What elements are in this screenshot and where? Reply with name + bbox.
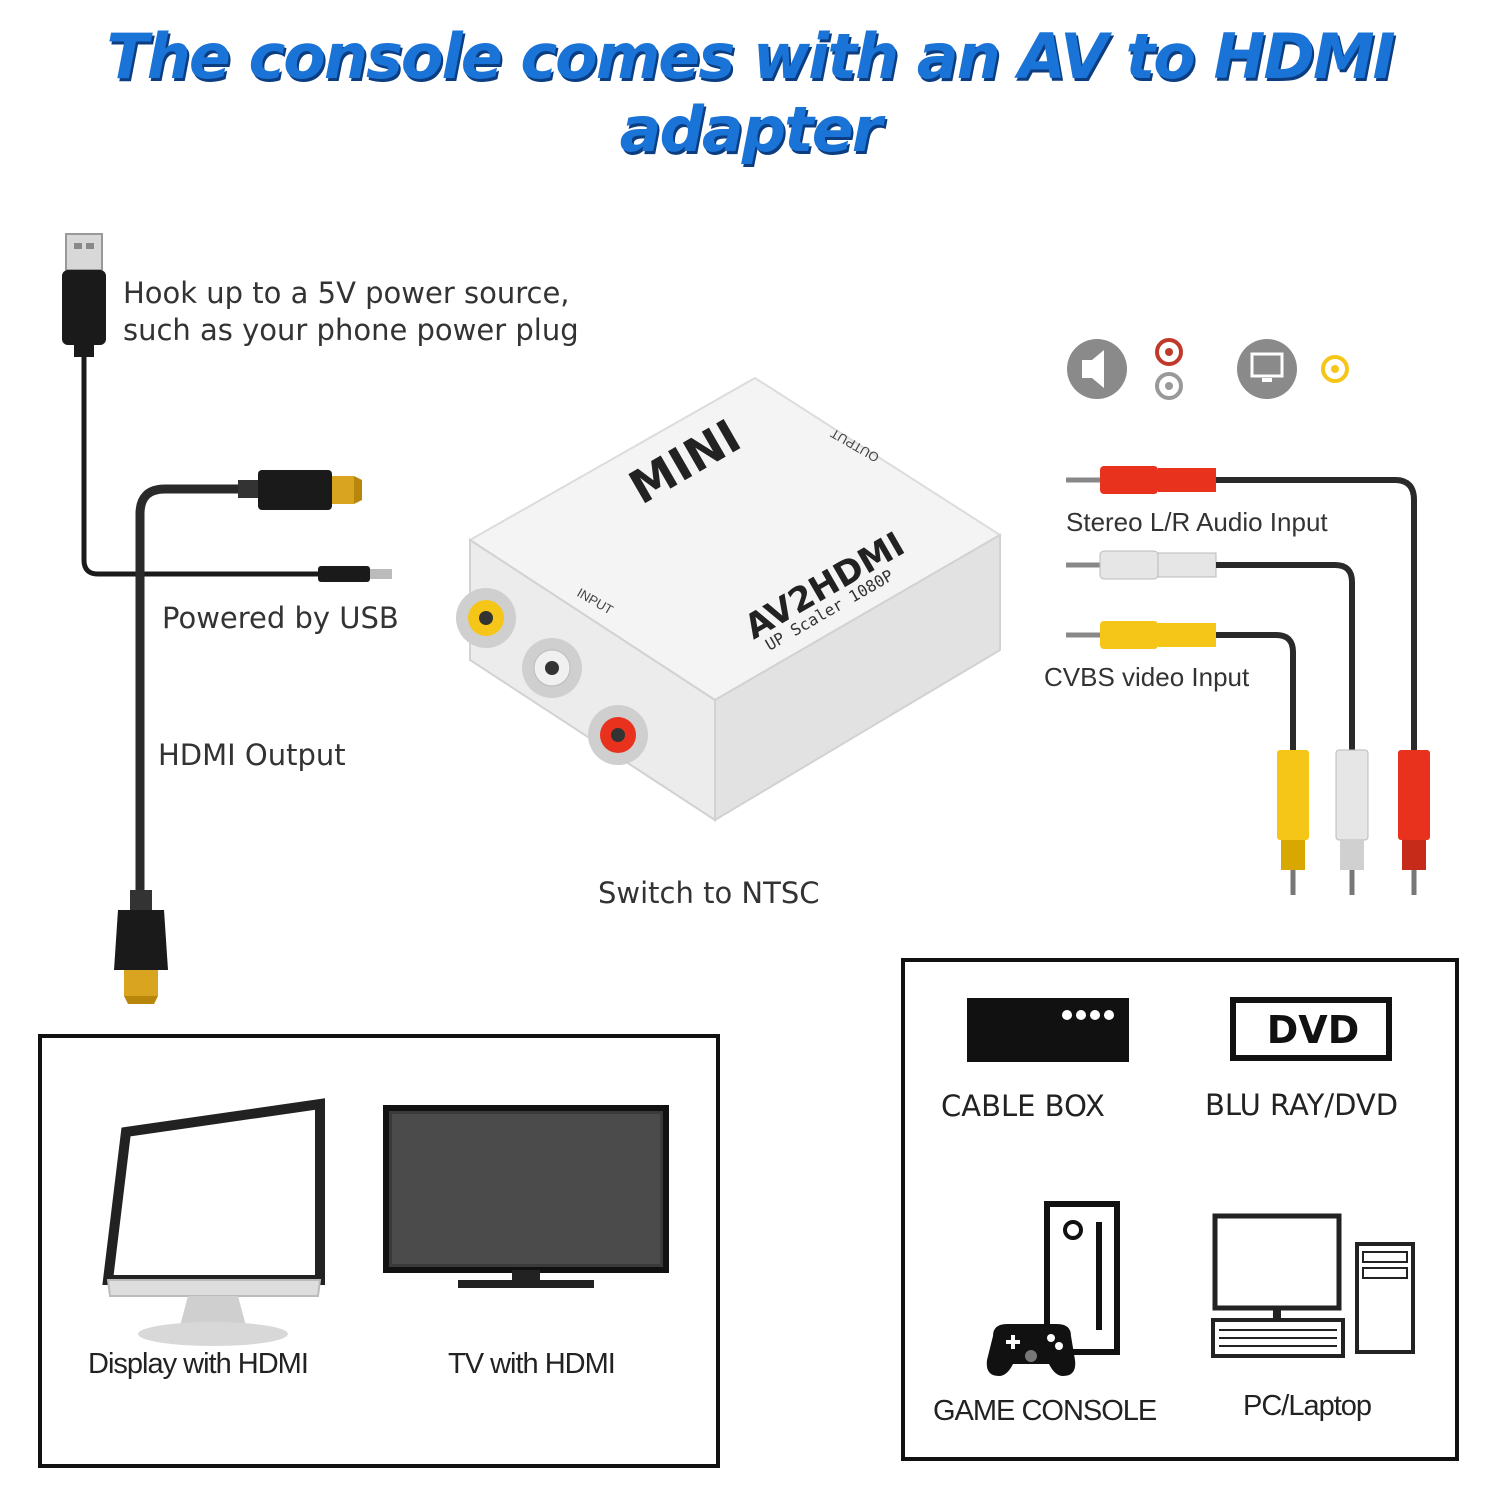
outputs-panel: Display with HDMI TV with HDMI — [38, 1034, 720, 1468]
television-icon — [383, 1105, 669, 1288]
game-console-label: GAME CONSOLE — [933, 1395, 1157, 1427]
bluray-dvd-label: BLU RAY/DVD — [1205, 1088, 1399, 1122]
hdmi-plug-top-icon — [238, 470, 362, 510]
stereo-audio-label: Stereo L/R Audio Input — [1066, 507, 1328, 537]
display-hdmi-label: Display with HDMI — [88, 1348, 309, 1380]
desktop-pc-icon — [1211, 1213, 1415, 1358]
cable-box-label: CABLE BOX — [941, 1089, 1105, 1123]
dvd-logo: DVD — [1266, 1008, 1360, 1052]
switch-ntsc-label: Switch to NTSC — [598, 876, 820, 910]
adapter-white-jack-icon — [522, 638, 582, 698]
game-console-icon — [986, 1201, 1120, 1376]
adapter-device — [456, 376, 1002, 822]
cvbs-video-label: CVBS video Input — [1044, 662, 1250, 692]
usb-note-line2: such as your phone power plug — [123, 313, 579, 347]
hdmi-output-label: HDMI Output — [158, 738, 346, 772]
cable-box-icon — [967, 998, 1129, 1062]
dvd-player-icon — [1230, 997, 1392, 1061]
audio-jack-red-icon — [1155, 338, 1183, 366]
headline: The console comes with an AV to HDMI ada… — [106, 20, 1395, 166]
sources-panel: DVD CABLE BOX BLU RAY/DVD GAME CONSOLE P… — [901, 958, 1459, 1461]
pc-laptop-label: PC/Laptop — [1243, 1390, 1372, 1422]
video-jack-yellow-icon — [1321, 355, 1349, 383]
adapter-yellow-jack-icon — [456, 588, 516, 648]
usb-note-line1: Hook up to a 5V power source, — [123, 276, 570, 310]
tv-hdmi-label: TV with HDMI — [448, 1348, 616, 1380]
hdmi-plug-bottom-icon — [114, 890, 168, 1004]
micro-usb-plug-icon — [318, 566, 392, 582]
monitor-icon — [1237, 339, 1297, 399]
usb-plug-icon — [62, 233, 106, 357]
speaker-icon — [1067, 339, 1127, 399]
audio-jack-white-icon — [1155, 372, 1183, 400]
rca-cable-white-icon — [1066, 550, 1369, 895]
computer-monitor-icon — [102, 1098, 325, 1346]
adapter-red-jack-icon — [588, 705, 648, 765]
rca-cable-red-icon — [1066, 466, 1430, 895]
rca-cable-yellow-icon — [1066, 621, 1309, 895]
powered-by-usb-label: Powered by USB — [162, 601, 399, 635]
